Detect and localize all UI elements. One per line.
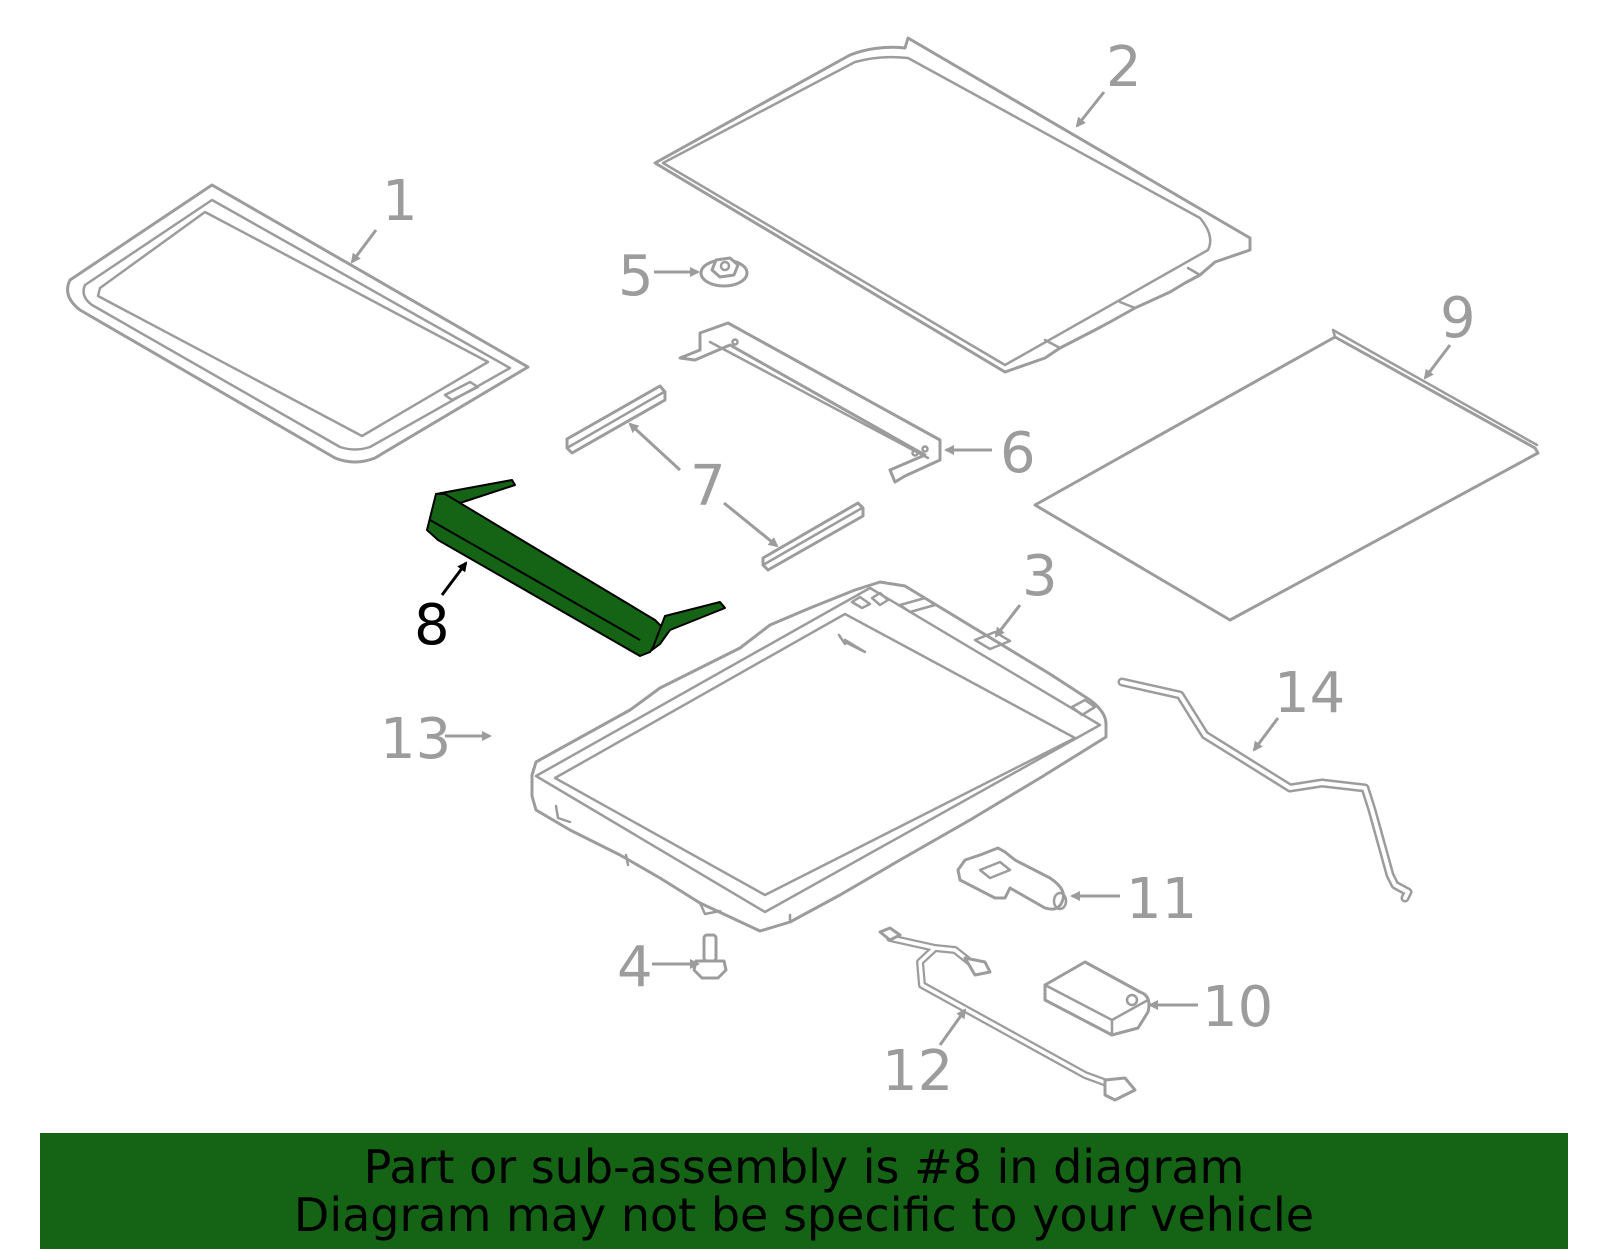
part-10-module [1043,960,1151,1037]
leader-14 [1252,717,1280,752]
callout-11: 11 [1126,867,1197,932]
leader-8 [440,561,468,596]
part-4-bolt [692,933,728,980]
part-5-nut [699,256,749,288]
part-8-front-trim [426,479,726,657]
callout-13: 13 [380,707,451,772]
callout-3: 3 [1022,544,1058,609]
leader-12 [938,1008,967,1046]
callout-1: 1 [382,169,418,234]
part-13-drain-tube [318,658,514,1067]
info-banner: Part or sub-assembly is #8 in diagram Di… [40,1133,1568,1249]
part-6-rail [678,321,942,484]
part-12-harness [878,926,1137,1102]
banner-line-part: Part or sub-assembly is #8 in diagram [363,1140,1245,1194]
callout-12: 12 [882,1039,953,1104]
part-9-sunshade [1033,328,1540,622]
leader-7a [628,422,682,472]
leader-9 [1423,344,1452,380]
callout-9: 9 [1440,286,1476,351]
callout-4: 4 [617,935,653,1000]
leader-2 [1075,91,1106,128]
leader-7b [723,501,779,548]
callout-14: 14 [1274,661,1345,726]
callout-5: 5 [618,244,654,309]
part-14-drain-tube [1117,677,1413,903]
part-1-glass-panel [66,183,530,464]
leader-1 [350,229,378,264]
leader-3 [994,604,1022,638]
part-7-strips [565,384,865,572]
callout-2: 2 [1106,35,1142,100]
part-3-frame [530,580,1108,933]
banner-line-disclaimer: Diagram may not be specific to your vehi… [293,1188,1315,1242]
callout-7: 7 [690,454,726,519]
callout-8: 8 [414,593,450,658]
callout-6: 6 [1000,421,1036,486]
part-2-roof-panel [653,36,1252,374]
part-11-actuator [956,846,1068,911]
callout-10: 10 [1202,975,1273,1040]
